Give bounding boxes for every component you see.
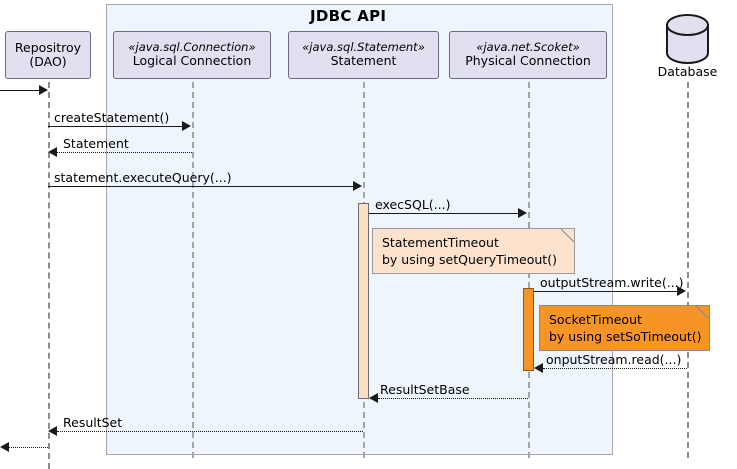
note-statement-timeout-line1: StatementTimeout [382,235,499,250]
lifeline-database [687,82,689,458]
message-label-statement-return: Statement [63,136,129,151]
message-arrowhead-result-set [48,426,57,436]
note-socket-timeout-line1: SocketTimeout [549,312,642,327]
message-arrowhead-exec-sql [518,208,527,218]
participant-logical-connection[interactable]: «java.sql.Connection» Logical Connection [113,31,271,79]
activation-bar-physical-connection [523,288,534,371]
note-socket-timeout-line2: by using setSoTimeout() [549,328,702,344]
message-line-execute-query [48,186,354,187]
participant-physical-connection-stereotype: «java.net.Scoket» [476,40,580,55]
message-label-input-read: onputStream.read(...) [546,352,682,367]
message-arrowhead-statement-return [48,147,57,157]
note-socket-timeout: SocketTimeout by using setSoTimeout() [539,305,710,351]
message-line-input-read [543,368,687,369]
message-arrowhead-exit [0,442,9,452]
participant-physical-connection[interactable]: «java.net.Scoket» Physical Connection [449,31,607,79]
message-arrowhead-entry [39,85,48,95]
note-statement-timeout-line2: by using setQueryTimeout() [382,251,557,267]
activation-bar-statement [358,203,369,399]
message-line-result-set [57,431,363,432]
message-label-result-set-base: ResultSetBase [380,382,470,397]
participant-statement[interactable]: «java.sql.Statement» Statement [288,31,439,79]
message-label-output-write: outputStream.write(...) [540,275,684,290]
message-line-exit [9,447,48,448]
message-line-statement-return [57,152,192,153]
message-arrowhead-create-statement [182,121,191,131]
note-fold-corner-icon [561,229,574,242]
message-arrowhead-input-read [534,363,543,373]
message-label-exec-sql: execSQL(...) [375,197,451,212]
group-title-label: JDBC API [310,7,387,25]
message-arrowhead-execute-query [353,181,362,191]
participant-repository-name: Repositroy [14,39,82,55]
message-label-execute-query: statement.executeQuery(...) [54,170,232,185]
message-line-entry [0,90,40,91]
message-line-result-set-base [378,398,528,399]
lifeline-repository [48,82,50,469]
message-line-output-write [534,291,678,292]
participant-repository[interactable]: Repositroy (DAO) [5,31,91,79]
lifeline-logical-connection [192,82,194,458]
participant-statement-stereotype: «java.sql.Statement» [302,40,425,55]
database-cylinder-icon [663,14,712,64]
database-label: Database [657,64,718,79]
message-line-exec-sql [369,213,519,214]
note-statement-timeout: StatementTimeout by using setQueryTimeou… [372,228,575,274]
note-fold-corner-icon [696,306,709,319]
participant-logical-connection-stereotype: «java.sql.Connection» [128,40,256,55]
participant-statement-name: Statement [330,53,397,69]
participant-physical-connection-name: Physical Connection [465,53,591,69]
message-arrowhead-output-write [677,286,686,296]
participant-repository-subname: (DAO) [29,54,67,69]
message-label-create-statement: createStatement() [54,110,170,125]
message-arrowhead-result-set-base [369,393,378,403]
participant-logical-connection-name: Logical Connection [132,53,252,69]
message-label-result-set: ResultSet [63,415,123,430]
message-line-create-statement [48,126,183,127]
